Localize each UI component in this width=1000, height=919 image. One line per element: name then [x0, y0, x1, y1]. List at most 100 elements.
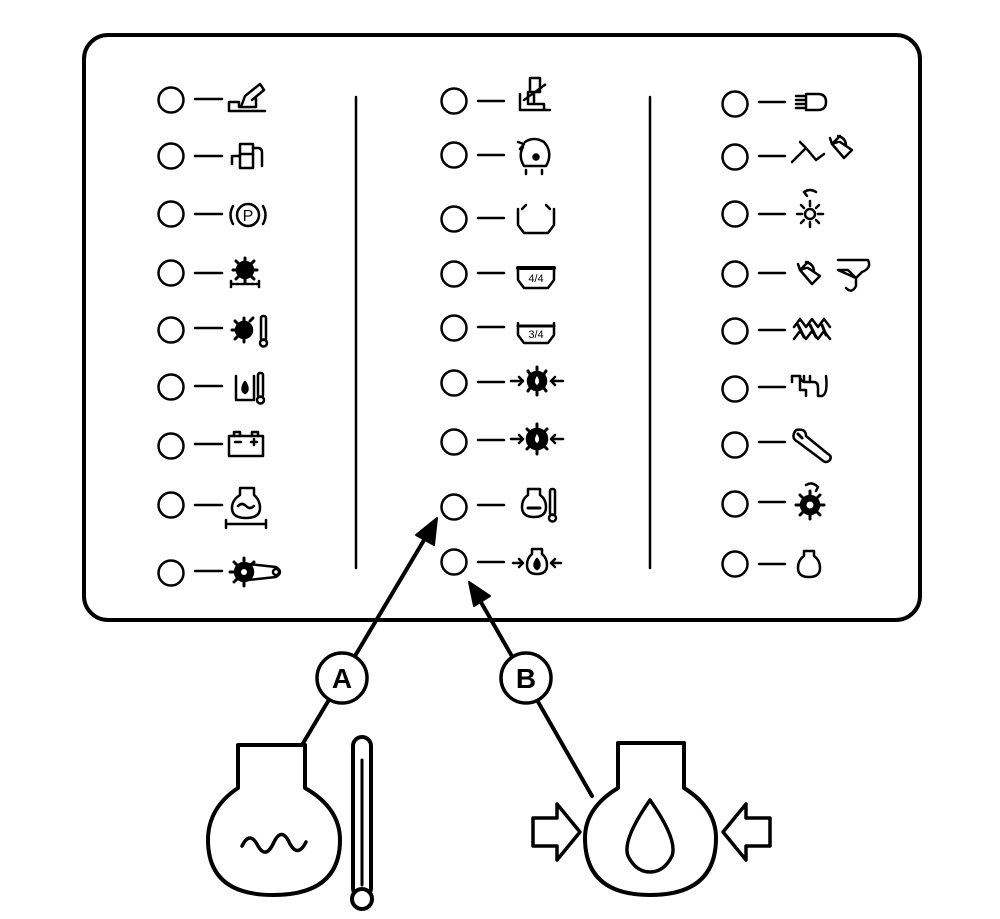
indicator-lamp — [157, 142, 185, 170]
indicator-row — [721, 317, 832, 345]
callout-a-circle — [315, 651, 369, 705]
indicator-row — [440, 76, 552, 115]
indicator-column-3 — [721, 90, 871, 579]
service-wrench-icon — [792, 428, 832, 464]
indicator-panel — [82, 33, 922, 622]
fuel-pump-icon — [230, 142, 264, 170]
indicator-lamp — [157, 316, 185, 344]
fuel-tank-empty-icon — [516, 203, 556, 235]
indicator-row — [721, 258, 871, 292]
indicator-lamp — [157, 491, 185, 519]
engine-fault-icon — [794, 482, 826, 521]
indicator-row: 3/4 — [440, 314, 556, 345]
fuel-level-3-4-label: 3/4 — [528, 329, 543, 341]
brake-pressure-icon — [509, 422, 565, 456]
enlarged-engine-oil-pressure-icon — [531, 741, 772, 897]
indicator-lamp — [157, 259, 185, 287]
engine-warning-icon — [796, 549, 822, 579]
indicator-row — [721, 374, 828, 403]
indicator-lamp — [440, 369, 468, 397]
callout-b-arrowhead — [468, 581, 491, 607]
air-filter-restriction-icon — [790, 374, 828, 398]
callout-a-arrowhead — [415, 517, 438, 546]
transmission-filter-icon — [229, 256, 261, 289]
indicator-row — [157, 142, 264, 170]
indicator-row — [440, 203, 556, 235]
indicator-lamp — [157, 373, 185, 401]
engine-coolant-level-icon — [224, 486, 268, 530]
indicator-lamp — [440, 493, 468, 521]
callout-a-pointer-arrow — [300, 523, 435, 747]
indicator-row — [440, 365, 565, 397]
indicator-lamp — [440, 314, 468, 342]
indicator-lamp — [721, 260, 749, 288]
indicator-row — [157, 556, 282, 588]
indicator-column-2: 4/4 3/4 — [440, 76, 565, 576]
indicator-lamp — [440, 141, 468, 169]
indicator-row — [440, 487, 558, 523]
boom-suspension-icon — [790, 134, 854, 164]
callout-a-group: A — [206, 517, 438, 911]
ride-control-bucket-icon — [796, 258, 871, 292]
indicator-lamp — [440, 428, 468, 456]
enlarged-engine-coolant-temperature-icon — [206, 735, 374, 911]
transmission-oil-pressure-icon — [509, 365, 565, 397]
headlight-icon — [794, 92, 828, 112]
indicator-lamp — [157, 432, 185, 460]
fuel-level-3-4-icon: 3/4 — [516, 321, 556, 345]
indicator-lamp — [721, 431, 749, 459]
hydraulic-oil-temperature-icon — [234, 371, 266, 405]
indicator-lamp — [721, 143, 749, 171]
callout-b-circle — [499, 651, 553, 705]
indicator-row — [721, 549, 822, 579]
indicator-row — [721, 428, 832, 464]
work-light-icon — [795, 188, 825, 229]
indicator-row — [157, 256, 261, 289]
indicator-lamp — [157, 200, 185, 228]
callout-b-label: B — [516, 663, 536, 694]
indicator-lamp — [440, 548, 468, 576]
callout-b-group: B — [468, 581, 772, 897]
indicator-lamp — [721, 90, 749, 118]
battery-icon — [227, 430, 265, 458]
fan-reverse-icon — [792, 317, 832, 341]
indicator-lamp — [721, 317, 749, 345]
indicator-lamp — [440, 87, 468, 115]
hydraulic-oil-level-icon — [227, 82, 267, 113]
differential-lock-icon — [516, 137, 551, 176]
indicator-row — [157, 486, 268, 530]
callout-a-label: A — [332, 663, 352, 694]
engine-belt-icon — [228, 556, 282, 588]
indicator-lamp — [157, 559, 185, 587]
indicator-lamp — [721, 490, 749, 518]
indicator-lamp — [157, 86, 185, 114]
indicator-row — [157, 82, 267, 114]
indicator-row — [721, 134, 854, 171]
indicator-row — [157, 430, 265, 460]
indicator-row — [157, 371, 266, 405]
engine-oil-pressure-icon — [511, 547, 563, 576]
fuel-level-4-4-label: 4/4 — [528, 273, 543, 285]
seat-belt-icon — [518, 76, 552, 112]
engine-coolant-temperature-icon — [520, 487, 558, 523]
fuel-level-4-4-icon: 4/4 — [516, 266, 556, 290]
indicator-lamp — [721, 200, 749, 228]
indicator-row — [721, 188, 825, 229]
indicator-row — [440, 547, 563, 576]
indicator-row — [721, 90, 828, 118]
indicator-lamp — [721, 550, 749, 578]
indicator-row — [721, 482, 826, 521]
indicator-row — [157, 314, 269, 348]
indicator-row: P — [157, 200, 267, 228]
parking-brake-label: P — [243, 208, 254, 225]
indicator-row: 4/4 — [440, 260, 556, 290]
parking-brake-icon: P — [229, 202, 267, 228]
indicator-row — [440, 137, 551, 176]
indicator-lamp — [721, 375, 749, 403]
indicator-lamp — [440, 205, 468, 233]
indicator-row — [440, 422, 565, 456]
indicator-lamp — [440, 260, 468, 288]
indicator-column-1: P — [157, 82, 282, 588]
transmission-oil-temperature-icon — [230, 314, 269, 348]
